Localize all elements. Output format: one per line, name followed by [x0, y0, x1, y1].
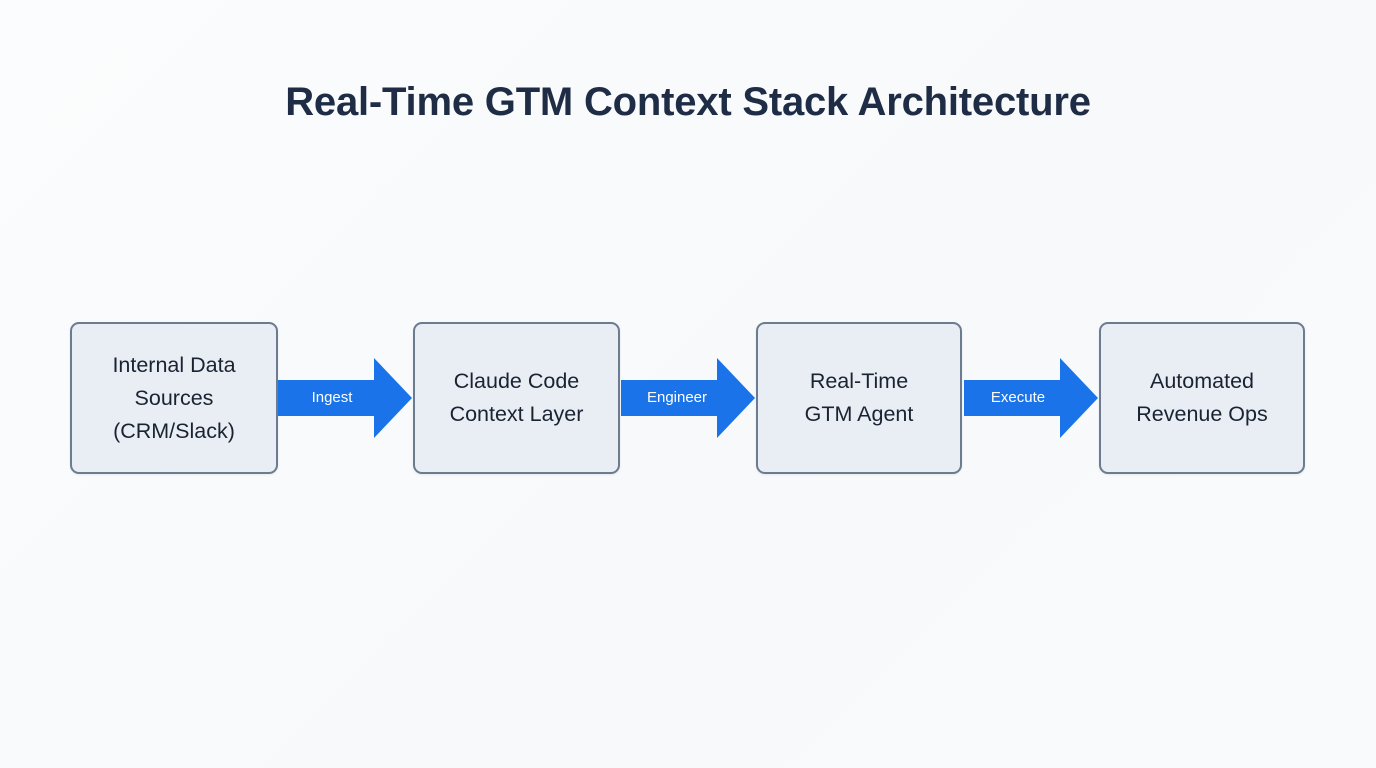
flow-node-label: Automated Revenue Ops [1136, 369, 1268, 426]
arrow-right-icon [964, 358, 1098, 438]
arrow-right-icon [621, 358, 755, 438]
flow-arrow-engineer[interactable]: Engineer [621, 346, 755, 450]
flow-node-internal-data-sources[interactable]: Internal Data Sources (CRM/Slack) [70, 322, 278, 474]
flow-node-label: Internal Data Sources (CRM/Slack) [112, 352, 236, 443]
flow-arrow-ingest[interactable]: Ingest [278, 346, 412, 450]
flow-node-claude-code-context-layer[interactable]: Claude Code Context Layer [413, 322, 620, 474]
flow-node-label: Real-Time GTM Agent [804, 369, 914, 426]
page-title: Real-Time GTM Context Stack Architecture [285, 80, 1091, 124]
arrow-right-icon [278, 358, 412, 438]
flow-node-real-time-gtm-agent[interactable]: Real-Time GTM Agent [756, 322, 962, 474]
flow-arrow-execute[interactable]: Execute [964, 346, 1098, 450]
flow-node-automated-revenue-ops[interactable]: Automated Revenue Ops [1099, 322, 1305, 474]
flow-node-label: Claude Code Context Layer [449, 369, 584, 426]
flow-diagram: Internal Data Sources (CRM/Slack) Ingest… [0, 322, 1376, 474]
